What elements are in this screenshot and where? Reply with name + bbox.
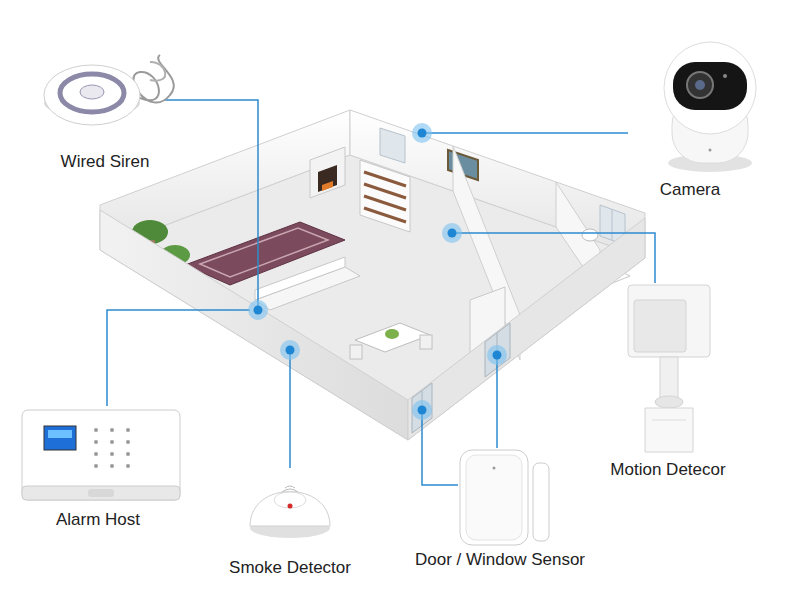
- camera-device-part: [723, 74, 727, 78]
- alarm-host-device-part: [88, 489, 114, 497]
- alarm-host-device-part-part: [94, 440, 98, 444]
- leader-line-part: [422, 414, 458, 485]
- motion-detector-device-part: [634, 300, 686, 352]
- house-part: [310, 147, 345, 198]
- alarm-host-device-part: [22, 410, 180, 500]
- house-part: [350, 345, 362, 359]
- camera-device: [664, 42, 756, 172]
- house-part: [380, 128, 405, 163]
- hotspot-dot-part: [487, 345, 507, 365]
- alarm-host-device-part: [22, 486, 180, 500]
- door-sensor-device: [460, 450, 549, 545]
- hotspot-dot-part: [493, 351, 502, 360]
- alarm-host-device-part-part: [126, 428, 130, 432]
- house: [100, 110, 645, 440]
- motion-detector-device-part: [645, 408, 693, 452]
- device-label: Camera: [660, 180, 720, 200]
- house-part: [318, 165, 337, 192]
- alarm-host-device-part-part: [110, 452, 114, 456]
- hotspot-dot-part: [442, 223, 462, 243]
- camera-device-part: [709, 149, 712, 152]
- hotspot-dot-part: [248, 300, 268, 320]
- alarm-host-device: [22, 410, 180, 500]
- door-sensor-device-part: [493, 467, 496, 470]
- alarm-host-device-part-part: [110, 440, 114, 444]
- house-part: [322, 181, 333, 191]
- hotspot-dot-part: [418, 129, 427, 138]
- siren-device: [44, 55, 174, 125]
- hotspot-dot-part: [286, 346, 295, 355]
- alarm-host-device-part: [48, 430, 72, 438]
- siren-device-part: [150, 62, 165, 81]
- alarm-host-device-part-part: [110, 428, 114, 432]
- house-part: [360, 160, 410, 232]
- hotspot-dot-part: [254, 306, 263, 315]
- smoke-detector-device-part: [250, 492, 330, 527]
- siren-device-part: [60, 74, 124, 112]
- alarm-host-device-part-part: [126, 464, 130, 468]
- alarm-host-device-part-part: [94, 464, 98, 468]
- alarm-host-device-part-part: [126, 440, 130, 444]
- motion-detector-device-part: [652, 420, 686, 421]
- motion-detector-device-part: [655, 396, 683, 408]
- siren-device-part: [44, 65, 140, 125]
- alarm-host-device-part-part: [126, 452, 130, 456]
- device-label: Alarm Host: [56, 510, 140, 530]
- motion-detector-device: [628, 285, 710, 452]
- house-part: [255, 257, 345, 300]
- leader-line-part: [426, 132, 628, 134]
- hotspot-dot-part: [412, 123, 432, 143]
- motion-detector-device-part: [628, 285, 710, 357]
- motion-detector-device-part: [660, 357, 678, 402]
- smoke-detector-device: [250, 486, 330, 538]
- leader-line-part: [107, 310, 250, 406]
- house-part: [385, 329, 399, 339]
- door-sensor-device-part: [533, 463, 549, 541]
- house-part: [364, 172, 406, 222]
- alarm-host-device-part-part: [110, 464, 114, 468]
- house-part-part: [364, 184, 406, 198]
- smoke-detector-device-part: [282, 486, 298, 492]
- house-part: [612, 209, 613, 240]
- hotspot-dot-part: [448, 229, 457, 238]
- smoke-detector-device-part: [288, 504, 293, 509]
- alarm-host-device-part-part: [94, 428, 98, 432]
- house-part: [420, 335, 432, 349]
- hotspot-dot-part: [418, 406, 427, 415]
- alarm-host-device-part: [44, 426, 76, 450]
- house-part: [350, 110, 645, 258]
- camera-device-part: [673, 62, 747, 110]
- camera-device-part: [664, 42, 756, 134]
- house-part: [408, 218, 645, 440]
- device-label: Door / Window Sensor: [415, 550, 585, 570]
- smoke-detector-device-part: [274, 492, 306, 508]
- camera-device-part: [687, 72, 713, 98]
- device-label: Wired Siren: [61, 152, 150, 172]
- house-part-part: [364, 196, 406, 210]
- hotspot-dot-part: [412, 400, 432, 420]
- house-part-part: [364, 208, 406, 222]
- siren-device-part: [80, 85, 104, 99]
- door-sensor-device-part: [460, 450, 528, 545]
- door-sensor-device-part: [466, 455, 522, 540]
- leader-line-part: [289, 354, 291, 468]
- leader-line-part: [456, 233, 655, 283]
- alarm-host-device-part-part: [94, 452, 98, 456]
- hotspot-dot: [248, 123, 507, 420]
- house-part-part: [364, 172, 406, 186]
- house-part: [100, 210, 408, 440]
- house-part: [355, 323, 430, 352]
- house-part: [582, 229, 598, 241]
- alarm-host-device-part: [94, 428, 130, 468]
- leader-line-part: [165, 100, 258, 306]
- device-label: Smoke Detector: [229, 558, 351, 578]
- device-label: Motion Detecor: [610, 460, 725, 480]
- camera-device-part: [695, 80, 705, 90]
- house-part: [200, 228, 328, 277]
- leader-line-part: [496, 359, 498, 448]
- hotspot-dot-part: [280, 340, 300, 360]
- leader-line: [107, 100, 655, 485]
